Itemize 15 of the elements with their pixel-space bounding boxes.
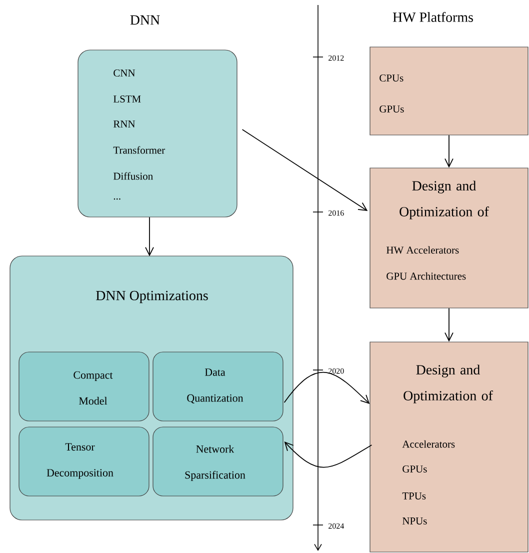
arrow [444, 134, 454, 168]
platform-box: CPUs GPUs [370, 46, 528, 136]
arrow [284, 442, 372, 468]
arrow [242, 129, 368, 211]
rounded-box: Data Quantization [152, 352, 284, 422]
arrow [444, 308, 454, 342]
arrow [145, 216, 154, 256]
rounded-box: Network Sparsification [152, 426, 284, 496]
platform-box: Design and Optimization of Accelerators GPUs TPUs NPUs [370, 342, 528, 552]
platform-box: Design and Optimization of HW Accelerators GPU Architectures [370, 168, 528, 308]
rounded-box: CNN LSTM RNN Transformer Diffusion ... [78, 50, 238, 218]
rounded-box: Compact Model [18, 352, 150, 422]
rounded-box: Tensor Decomposition [18, 426, 150, 496]
column-heading: HW Platforms [392, 12, 473, 22]
column-heading: DNN [130, 15, 160, 25]
